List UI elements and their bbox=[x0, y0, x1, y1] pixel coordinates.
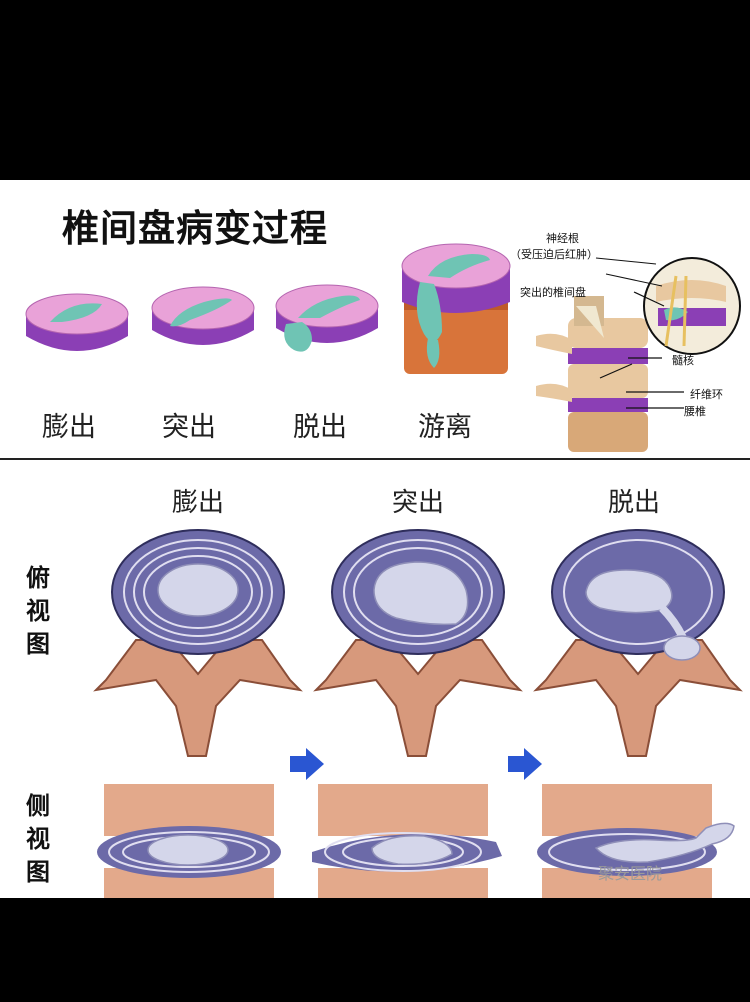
label-nerve-root-note: （受压迫后红肿） bbox=[510, 248, 598, 261]
arrow-right-1-icon bbox=[290, 748, 324, 780]
label-annulus: 纤维环 bbox=[690, 388, 723, 401]
top-view-char-1: 俯 bbox=[26, 564, 50, 592]
top-view-bulging bbox=[93, 529, 303, 757]
page-title: 椎间盘病变过程 bbox=[62, 207, 328, 250]
side-view-protrusion bbox=[312, 784, 502, 898]
label-protruded-disc: 突出的椎间盘 bbox=[520, 286, 586, 299]
side-view-char-1: 侧 bbox=[26, 792, 50, 820]
disc-sequestration-illustration bbox=[401, 243, 511, 374]
label-lumbar: 腰椎 bbox=[684, 405, 706, 418]
disc-bulging-illustration bbox=[25, 293, 129, 351]
label-nerve-root: 神经根 bbox=[546, 232, 579, 245]
stage-label-bulging: 膨出 bbox=[172, 488, 225, 518]
stage-label-extrusion: 脱出 bbox=[608, 488, 661, 518]
spine-anatomy-illustration bbox=[536, 257, 741, 452]
section-divider bbox=[0, 458, 750, 460]
side-view-extrusion bbox=[537, 784, 735, 898]
top-view-protrusion bbox=[313, 529, 523, 757]
watermark: 聚安医院 bbox=[598, 864, 663, 883]
top-label-sequestration: 游离 bbox=[418, 412, 472, 443]
side-view-char-2: 视 bbox=[26, 825, 50, 853]
illustration-panel: 椎间盘病变过程 bbox=[0, 180, 750, 898]
disc-protrusion-illustration bbox=[151, 286, 255, 345]
top-view-label: 俯 视 图 bbox=[24, 562, 52, 661]
arrow-right-2-icon bbox=[508, 748, 542, 780]
top-view-extrusion bbox=[533, 529, 743, 757]
top-view-char-3: 图 bbox=[26, 630, 50, 658]
stage-label-protrusion: 突出 bbox=[392, 488, 445, 518]
side-view-bulging bbox=[97, 784, 281, 898]
top-label-extrusion: 脱出 bbox=[293, 412, 347, 443]
label-nucleus: 髓核 bbox=[672, 354, 694, 367]
top-label-bulging: 膨出 bbox=[42, 412, 96, 443]
disc-extrusion-illustration bbox=[275, 284, 379, 352]
side-view-label: 侧 视 图 bbox=[24, 790, 52, 889]
top-label-protrusion: 突出 bbox=[162, 412, 216, 443]
side-view-char-3: 图 bbox=[26, 858, 50, 886]
top-view-char-2: 视 bbox=[26, 597, 50, 625]
